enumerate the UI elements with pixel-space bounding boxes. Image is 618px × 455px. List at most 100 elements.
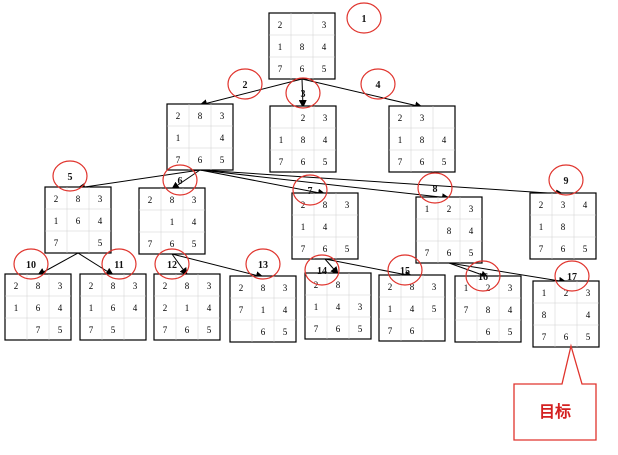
cell-6-2-1: 6 [170, 239, 175, 249]
cell-14-2-1: 6 [336, 324, 341, 334]
cell-10-1-0: 1 [14, 303, 19, 313]
cell-10-1-2: 4 [58, 303, 63, 313]
marker-circle-12 [154, 248, 190, 280]
cell-16-2-2: 5 [508, 327, 513, 337]
node-label-14: 14 [317, 266, 327, 277]
cell-9-2-0: 7 [539, 244, 544, 254]
cell-10-1-1: 6 [36, 303, 41, 313]
cell-2-0-0: 2 [176, 111, 181, 121]
cell-7-2-1: 6 [323, 244, 328, 254]
cell-12-0-2: 3 [207, 281, 212, 291]
cell-4-0-1: 3 [420, 113, 425, 123]
cell-17-2-2: 5 [586, 332, 591, 342]
node-label-3: 3 [301, 89, 306, 100]
cell-9-1-0: 1 [539, 222, 544, 232]
edge-6-12 [171, 253, 188, 276]
cell-13-0-1: 8 [261, 283, 266, 293]
cell-17-0-0: 1 [542, 288, 547, 298]
edge-8-16 [448, 262, 489, 279]
cell-3-1-2: 4 [323, 135, 328, 145]
cell-15-2-1: 6 [410, 326, 415, 336]
cell-4-1-2: 4 [442, 135, 447, 145]
node-label-6: 6 [178, 176, 183, 187]
board-frame [268, 12, 336, 80]
cell-5-2-0: 7 [54, 238, 59, 248]
cell-8-2-0: 7 [425, 248, 430, 258]
cell-1-0-0: 2 [278, 20, 283, 30]
node-label-7: 7 [308, 186, 313, 197]
cell-8-0-2: 3 [469, 204, 474, 214]
cell-1-2-2: 5 [322, 64, 327, 74]
board-frame [153, 273, 221, 341]
cell-7-1-1: 4 [323, 222, 328, 232]
cell-6-0-2: 3 [192, 195, 197, 205]
cell-5-1-2: 4 [98, 216, 103, 226]
cell-17-1-2: 4 [586, 310, 591, 320]
cell-10-0-2: 3 [58, 281, 63, 291]
cell-3-2-2: 5 [323, 157, 328, 167]
goal-callout: 目标 [513, 343, 597, 441]
cell-8-2-1: 6 [447, 248, 452, 258]
cell-15-0-1: 8 [410, 282, 415, 292]
cell-14-2-0: 7 [314, 324, 319, 334]
cell-6-2-2: 5 [192, 239, 197, 249]
cell-9-0-1: 3 [561, 200, 566, 210]
cell-3-0-2: 3 [323, 113, 328, 123]
board-frame [44, 186, 112, 254]
cell-11-2-1: 5 [111, 325, 116, 335]
cell-2-2-2: 5 [220, 155, 225, 165]
cell-16-0-2: 3 [508, 283, 513, 293]
edge-5-11 [77, 252, 114, 276]
node-label-10: 10 [26, 260, 36, 271]
cell-13-1-1: 1 [261, 305, 266, 315]
cell-7-2-2: 5 [345, 244, 350, 254]
cell-4-0-0: 2 [398, 113, 403, 123]
cell-12-1-0: 2 [163, 303, 168, 313]
cell-17-0-1: 2 [564, 288, 569, 298]
cell-15-2-0: 7 [388, 326, 393, 336]
cell-1-2-0: 7 [278, 64, 283, 74]
cell-17-2-0: 7 [542, 332, 547, 342]
cell-13-1-0: 7 [239, 305, 244, 315]
marker-circle-5 [52, 160, 88, 192]
board-frame [529, 192, 597, 260]
cell-15-1-2: 5 [432, 304, 437, 314]
edge-7-14 [324, 258, 339, 275]
cell-8-1-2: 4 [469, 226, 474, 236]
cell-5-2-2: 5 [98, 238, 103, 248]
marker-circle-1 [346, 2, 382, 34]
board-frame [388, 105, 456, 173]
cell-15-1-0: 1 [388, 304, 393, 314]
node-label-17: 17 [567, 272, 577, 283]
cell-14-1-1: 4 [336, 302, 341, 312]
cell-9-2-2: 5 [583, 244, 588, 254]
cell-15-0-2: 3 [432, 282, 437, 292]
cell-13-2-1: 6 [261, 327, 266, 337]
cell-15-1-1: 4 [410, 304, 415, 314]
cell-6-1-1: 1 [170, 217, 175, 227]
board-frame [269, 105, 337, 173]
cell-5-1-1: 6 [76, 216, 81, 226]
cell-6-2-0: 7 [148, 239, 153, 249]
cell-14-0-1: 8 [336, 280, 341, 290]
marker-circle-6 [162, 164, 198, 196]
cell-5-0-1: 8 [76, 194, 81, 204]
board-frame [166, 103, 234, 171]
marker-circle-3 [285, 77, 321, 109]
marker-circle-15 [387, 254, 423, 286]
cell-14-2-2: 5 [358, 324, 363, 334]
edge-8-17 [448, 262, 567, 285]
cell-4-2-1: 6 [420, 157, 425, 167]
marker-circle-2 [227, 68, 263, 100]
cell-11-1-0: 1 [89, 303, 94, 313]
cell-11-1-2: 4 [133, 303, 138, 313]
